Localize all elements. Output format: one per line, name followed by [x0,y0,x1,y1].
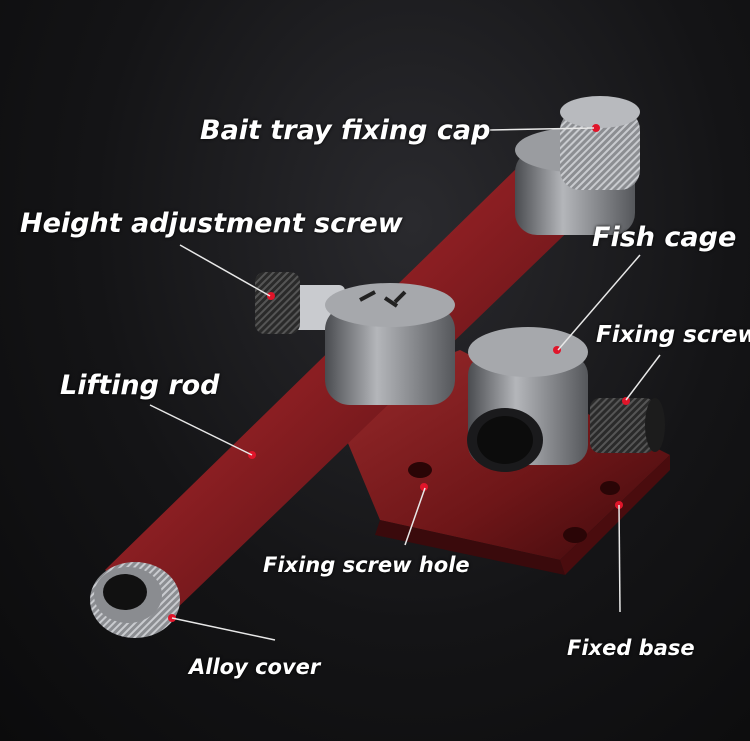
marker-dot [267,292,275,300]
leader-lines [149,127,661,641]
marker-dot [420,483,428,491]
label-height-adjustment-screw: Height adjustment screw [20,208,403,239]
marker-dot [592,124,600,132]
label-alloy-cover: Alloy cover [189,655,321,679]
alloy-end-cover [90,562,180,638]
label-fixing-screw: Fixing screw [596,322,750,348]
label-fixing-screw-hole: Fixing screw hole [263,553,470,577]
label-bait-tray-fixing-cap: Bait tray fixing cap [200,115,491,146]
middle-collar [325,283,455,405]
label-fish-cage: Fish cage [592,222,737,253]
fixing-screw-knob [590,397,665,453]
marker-dot [622,397,630,405]
screw-hole [563,527,587,543]
screw-hole [408,462,432,478]
bait-tray-cap [560,96,640,190]
fish-cage-holder [467,327,588,472]
label-lifting-rod: Lifting rod [60,370,220,401]
label-fixed-base: Fixed base [567,636,695,660]
screw-hole [600,481,620,495]
